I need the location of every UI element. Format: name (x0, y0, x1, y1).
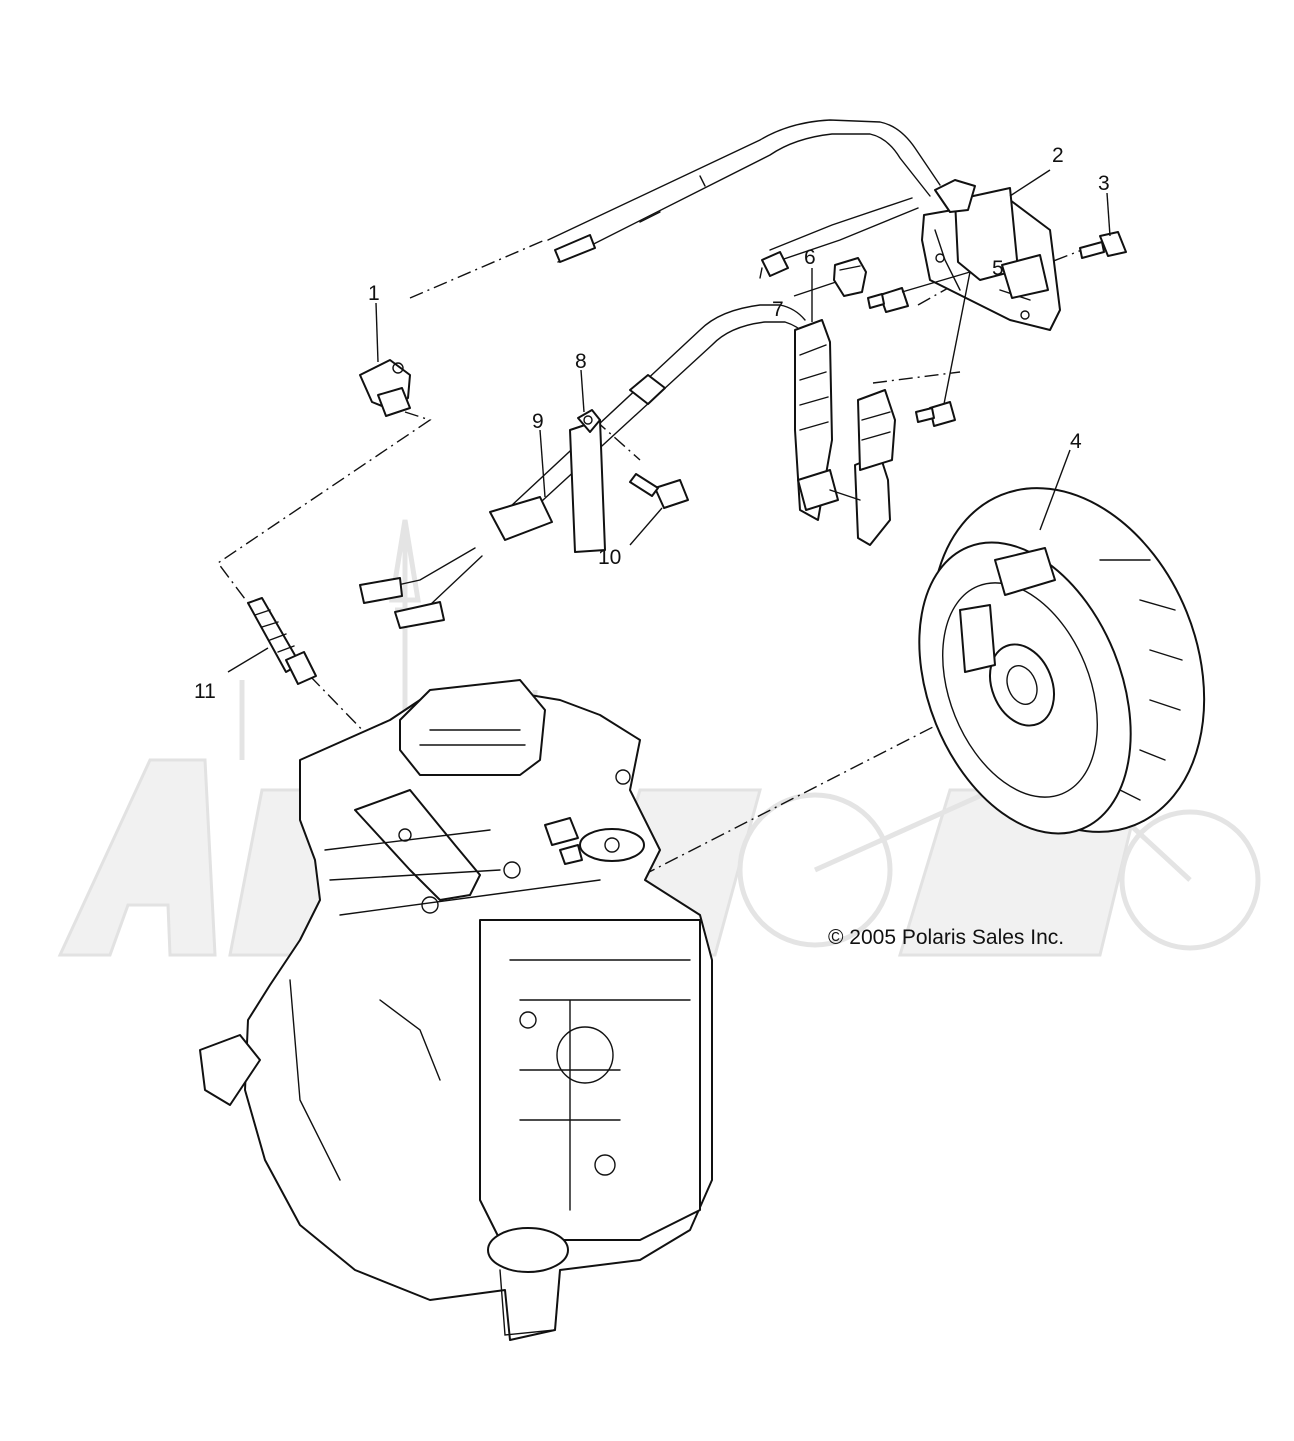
clamp-bolt (629, 473, 689, 509)
flywheel (918, 487, 1206, 835)
high-tension-lead (547, 119, 941, 263)
spark-plug (247, 597, 317, 685)
callout-3: 3 (1098, 172, 1110, 195)
copyright-notice: © 2005 Polaris Sales Inc. (828, 926, 1064, 949)
callout-labels: 1 2 3 4 5 6 7 8 9 10 11 (194, 144, 1110, 703)
callout-10: 10 (598, 546, 621, 569)
callout-7: 7 (772, 298, 784, 321)
coil-wire (759, 197, 919, 279)
leader-lines (227, 169, 1111, 673)
terminal-connector (833, 257, 867, 297)
callout-4: 4 (1070, 430, 1082, 453)
callout-1: 1 (368, 282, 380, 305)
pulser-coil (794, 319, 896, 546)
callout-9: 9 (532, 410, 544, 433)
callout-8: 8 (575, 350, 587, 373)
spark-plug-cap (359, 359, 411, 417)
wire-clamp (577, 409, 601, 433)
ignition-coil (921, 179, 1061, 331)
stator-harness (359, 304, 807, 629)
callout-11: 11 (194, 680, 216, 703)
callout-5: 5 (992, 257, 1004, 280)
coil-screws (867, 287, 956, 427)
callout-2: 2 (1052, 144, 1064, 167)
engine-block (199, 679, 713, 1341)
mounting-screw (1079, 231, 1127, 259)
callout-6: 6 (804, 246, 816, 269)
